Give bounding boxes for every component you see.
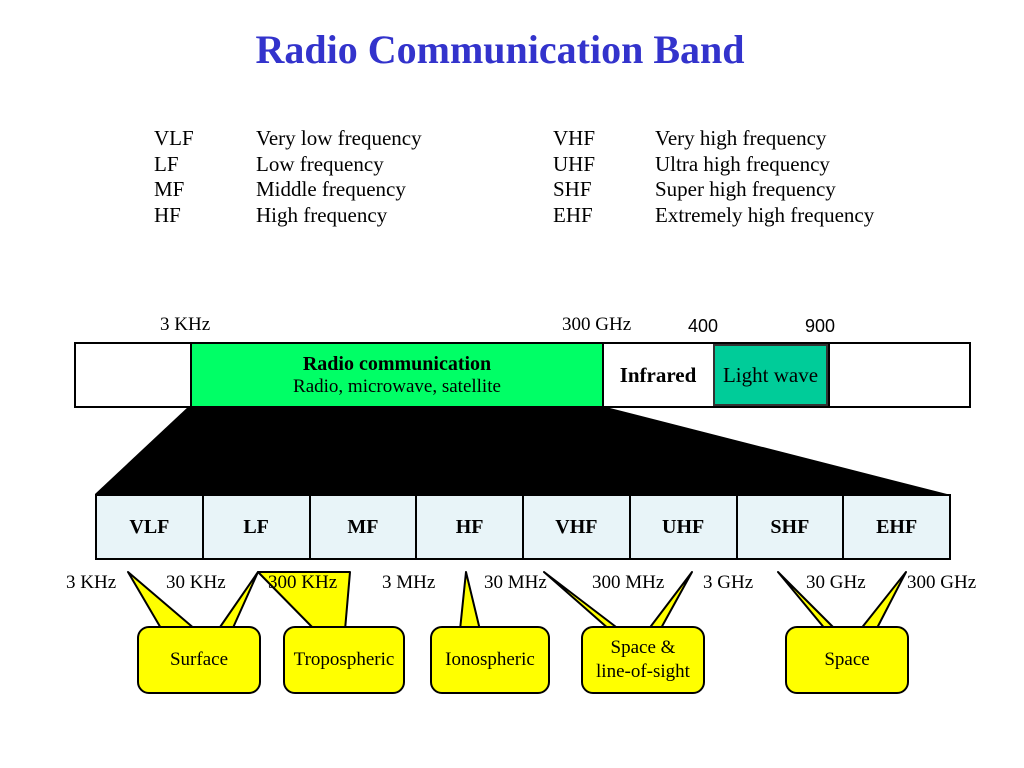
spectrum-start-label: 3 KHz (160, 314, 211, 335)
glossary-row: VLF Very low frequency (154, 126, 422, 152)
propagation-space: Space (785, 626, 909, 694)
band-edge-label: 300 GHz (907, 572, 977, 593)
band-edge-label: 30 GHz (806, 572, 866, 593)
band-edge-label: 300 KHz (268, 572, 338, 593)
zoom-funnel-shape (95, 406, 947, 494)
propagation-tropospheric: Tropospheric (283, 626, 405, 694)
glossary-row: MF Middle frequency (154, 177, 422, 203)
radio-segment-title: Radio communication (302, 353, 492, 375)
glossary-abbr: UHF (553, 151, 596, 176)
band-edge-label: 30 MHz (484, 572, 547, 593)
glossary-row: EHF Extremely high frequency (553, 203, 874, 229)
glossary-row: HF High frequency (154, 203, 422, 229)
spectrum-end-label: 300 GHz (562, 314, 632, 335)
propagation-ionospheric: Ionospheric (430, 626, 550, 694)
band-edge-label: 30 KHz (166, 572, 226, 593)
upper-spectrum-segment (828, 344, 967, 406)
glossary-full: Super high frequency (655, 177, 836, 201)
glossary-full: Very high frequency (655, 126, 827, 150)
glossary-full: Extremely high frequency (655, 202, 875, 227)
infrared-start-label: 400 (688, 316, 719, 336)
page-title: Radio Communication Band (255, 27, 745, 72)
radio-segment-subtitle: Radio, microwave, satellite (293, 376, 501, 397)
glossary-row: UHF Ultra high frequency (553, 152, 874, 178)
glossary-full: Middle frequency (256, 177, 406, 201)
glossary-abbr: HF (154, 202, 181, 227)
glossary-full: Low frequency (256, 151, 384, 176)
glossary-full: Very low frequency (256, 126, 422, 150)
band-table: VLF LF MF HF VHF UHF SHF EHF (95, 494, 951, 560)
band-cell: SHF (738, 496, 845, 558)
infrared-segment: Infrared (619, 362, 697, 387)
band-cell: LF (204, 496, 311, 558)
glossary-right: VHF Very high frequency UHF Ultra high fre… (553, 126, 874, 228)
band-cell: VHF (524, 496, 631, 558)
glossary-full: High frequency (256, 202, 388, 227)
propagation-space-line-of-sight: Space & line-of-sight (581, 626, 705, 694)
glossary-full: Ultra high frequency (655, 151, 830, 176)
glossary-abbr: SHF (553, 177, 592, 201)
propagation-surface: Surface (137, 626, 261, 694)
band-edge-label: 3 KHz (66, 572, 117, 593)
infrared-end-label: 900 (805, 316, 836, 336)
band-edge-label: 3 GHz (703, 572, 754, 593)
band-cell: VLF (97, 496, 204, 558)
band-cell: MF (311, 496, 418, 558)
glossary-abbr: VHF (553, 126, 596, 150)
glossary-row: SHF Super high frequency (553, 177, 874, 203)
glossary-row: VHF Very high frequency (553, 126, 874, 152)
band-cell: UHF (631, 496, 738, 558)
band-cell: EHF (876, 515, 918, 538)
glossary-row: LF Low frequency (154, 152, 422, 178)
light-wave-segment: Light wave (713, 344, 828, 406)
band-edge-label: 300 MHz (592, 572, 665, 593)
band-cell: HF (417, 496, 524, 558)
glossary-abbr: EHF (553, 202, 593, 227)
radio-segment: Radio communication Radio, microwave, sa… (190, 344, 604, 406)
glossary-abbr: LF (154, 151, 179, 176)
band-edge-label: 3 MHz (382, 572, 436, 593)
glossary-abbr: VLF (154, 126, 194, 150)
spectrum-bar: Radio communication Radio, microwave, sa… (74, 342, 971, 408)
glossary-left: VLF Very low frequency LF Low frequency MF… (154, 126, 422, 228)
glossary-abbr: MF (154, 177, 185, 201)
pointer-ionospheric (459, 571, 481, 631)
